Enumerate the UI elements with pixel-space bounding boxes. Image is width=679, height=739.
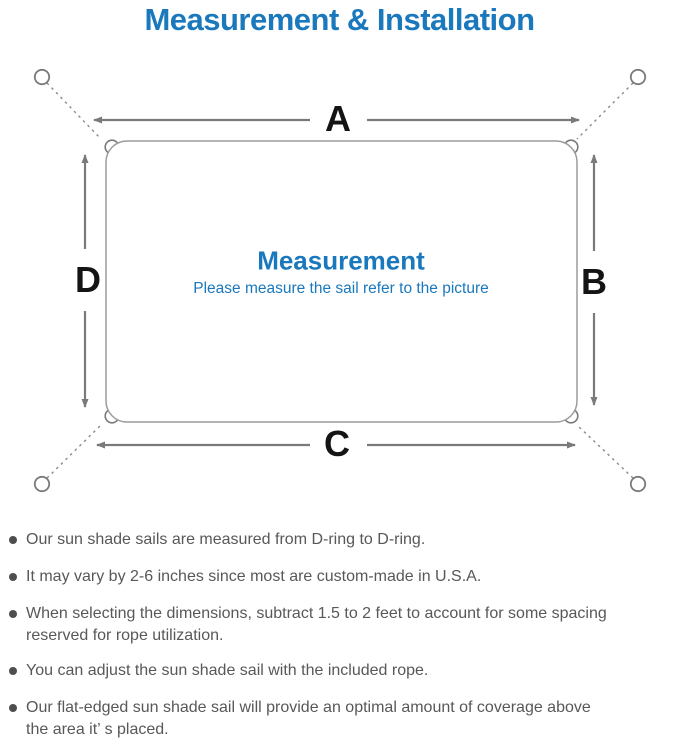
list-item: You can adjust the sun shade sail with t… xyxy=(9,660,679,682)
note-text: Our flat-edged sun shade sail will provi… xyxy=(26,699,591,738)
list-item: It may vary by 2-6 inches since most are… xyxy=(9,566,679,588)
bullet-icon xyxy=(9,573,17,581)
sail-center-heading: Measurement xyxy=(257,245,425,276)
note-text: Our sun shade sails are measured from D-… xyxy=(26,531,426,548)
tether-dotted-lines xyxy=(46,82,634,479)
note-text: You can adjust the sun shade sail with t… xyxy=(26,662,429,679)
sail-outline xyxy=(105,140,578,423)
bullet-icon xyxy=(9,536,17,544)
bullet-icon xyxy=(9,610,17,618)
note-text: When selecting the dimensions, subtract … xyxy=(26,605,607,644)
page-title: Measurement & Installation xyxy=(144,2,535,37)
note-text: It may vary by 2-6 inches since most are… xyxy=(26,568,482,585)
list-item: Our flat-edged sun shade sail will provi… xyxy=(9,697,679,739)
sail-measurement-diagram xyxy=(33,68,647,493)
list-item: When selecting the dimensions, subtract … xyxy=(9,603,679,647)
anchor-ring-icon xyxy=(33,68,647,493)
dimension-label-a: A xyxy=(325,98,351,139)
dimension-label-d: D xyxy=(75,259,101,300)
dimension-label-b: B xyxy=(581,261,607,302)
bullet-icon xyxy=(9,667,17,675)
measurement-notes-list: Our sun shade sails are measured from D-… xyxy=(9,529,679,739)
list-item: Our sun shade sails are measured from D-… xyxy=(9,529,679,551)
dimension-label-c: C xyxy=(324,423,350,464)
dimension-arrow-icon xyxy=(81,116,598,449)
bullet-icon xyxy=(9,704,17,712)
sail-center-caption: Please measure the sail refer to the pic… xyxy=(193,280,489,297)
